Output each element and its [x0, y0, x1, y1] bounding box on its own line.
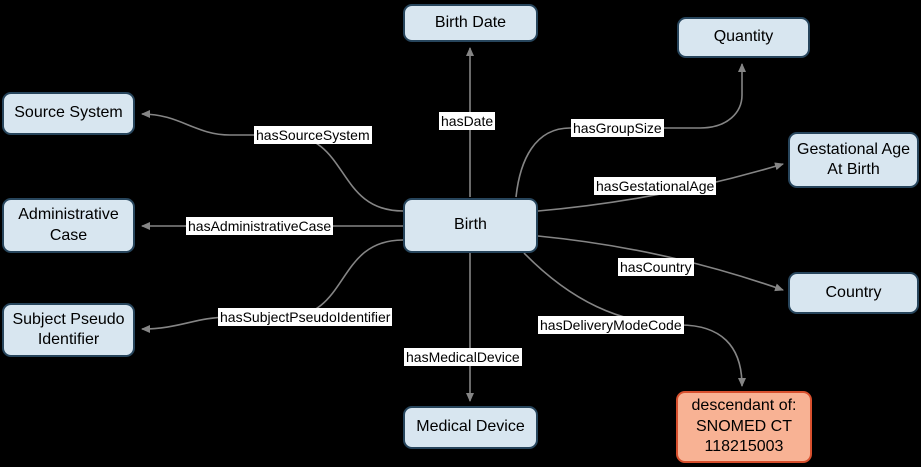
node-subject-pseudo-identifier: Subject Pseudo Identifier [2, 303, 135, 357]
node-gestational-age-at-birth: Gestational Age At Birth [788, 132, 919, 188]
edge-label-has-subject-pseudo-identifier: hasSubjectPseudoIdentifier [218, 308, 393, 326]
node-country: Country [788, 272, 919, 314]
edge-has-group-size [515, 63, 746, 198]
node-quantity: Quantity [677, 17, 810, 58]
node-birth: Birth [403, 198, 538, 253]
node-birth-date: Birth Date [403, 4, 538, 42]
edge-label-has-source-system: hasSourceSystem [254, 126, 372, 144]
node-source-system: Source System [2, 92, 135, 135]
edge-label-has-administrative-case: hasAdministrativeCase [186, 217, 334, 235]
edge-label-has-date: hasDate [439, 112, 496, 130]
edge-label-has-country: hasCountry [618, 258, 694, 276]
node-administrative-case: Administrative Case [2, 198, 135, 253]
edge-label-has-group-size: hasGroupSize [571, 119, 664, 137]
edge-label-has-gestational-age: hasGestationalAge [594, 177, 717, 195]
node-snomed-descendant: descendant of: SNOMED CT 118215003 [676, 391, 812, 463]
edge-label-has-delivery-mode-code: hasDeliveryModeCode [538, 316, 684, 334]
node-medical-device: Medical Device [403, 406, 538, 449]
edge-label-has-medical-device: hasMedicalDevice [404, 348, 522, 366]
